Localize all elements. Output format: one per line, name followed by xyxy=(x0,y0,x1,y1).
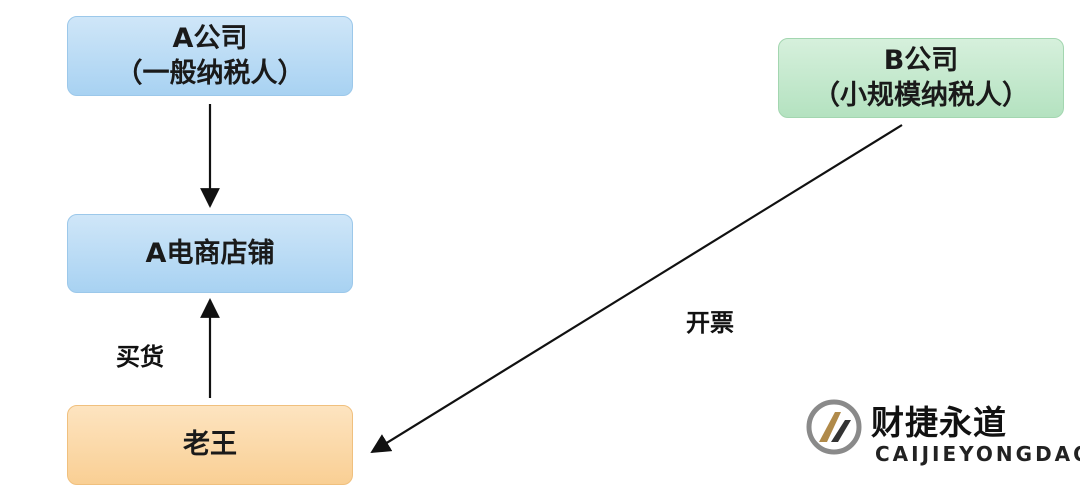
logo-mark-icon xyxy=(806,399,862,455)
edge-label-invoice: 开票 xyxy=(686,309,734,337)
logo-english-name: CAIJIEYONGDAO xyxy=(875,442,1080,466)
brand-logo: 财捷永道 CAIJIEYONGDAO xyxy=(805,396,1080,476)
logo-chinese-name: 财捷永道 xyxy=(871,403,1007,442)
node-a-company-name: A公司 xyxy=(172,22,248,54)
node-b-company-type: （小规模纳税人） xyxy=(813,80,1029,111)
node-b-company: B公司 （小规模纳税人） xyxy=(778,38,1064,118)
node-lao-wang-label: 老王 xyxy=(183,429,237,461)
arrow-b-to-wang xyxy=(370,124,903,454)
node-a-company: A公司 （一般纳税人） xyxy=(67,16,353,96)
edge-label-buy: 买货 xyxy=(116,343,164,371)
node-lao-wang: 老王 xyxy=(67,405,353,485)
node-b-company-name: B公司 xyxy=(883,44,959,76)
node-a-company-type: （一般纳税人） xyxy=(115,58,305,89)
node-a-shop-label: A电商店铺 xyxy=(145,237,275,269)
node-a-shop: A电商店铺 xyxy=(67,214,353,293)
